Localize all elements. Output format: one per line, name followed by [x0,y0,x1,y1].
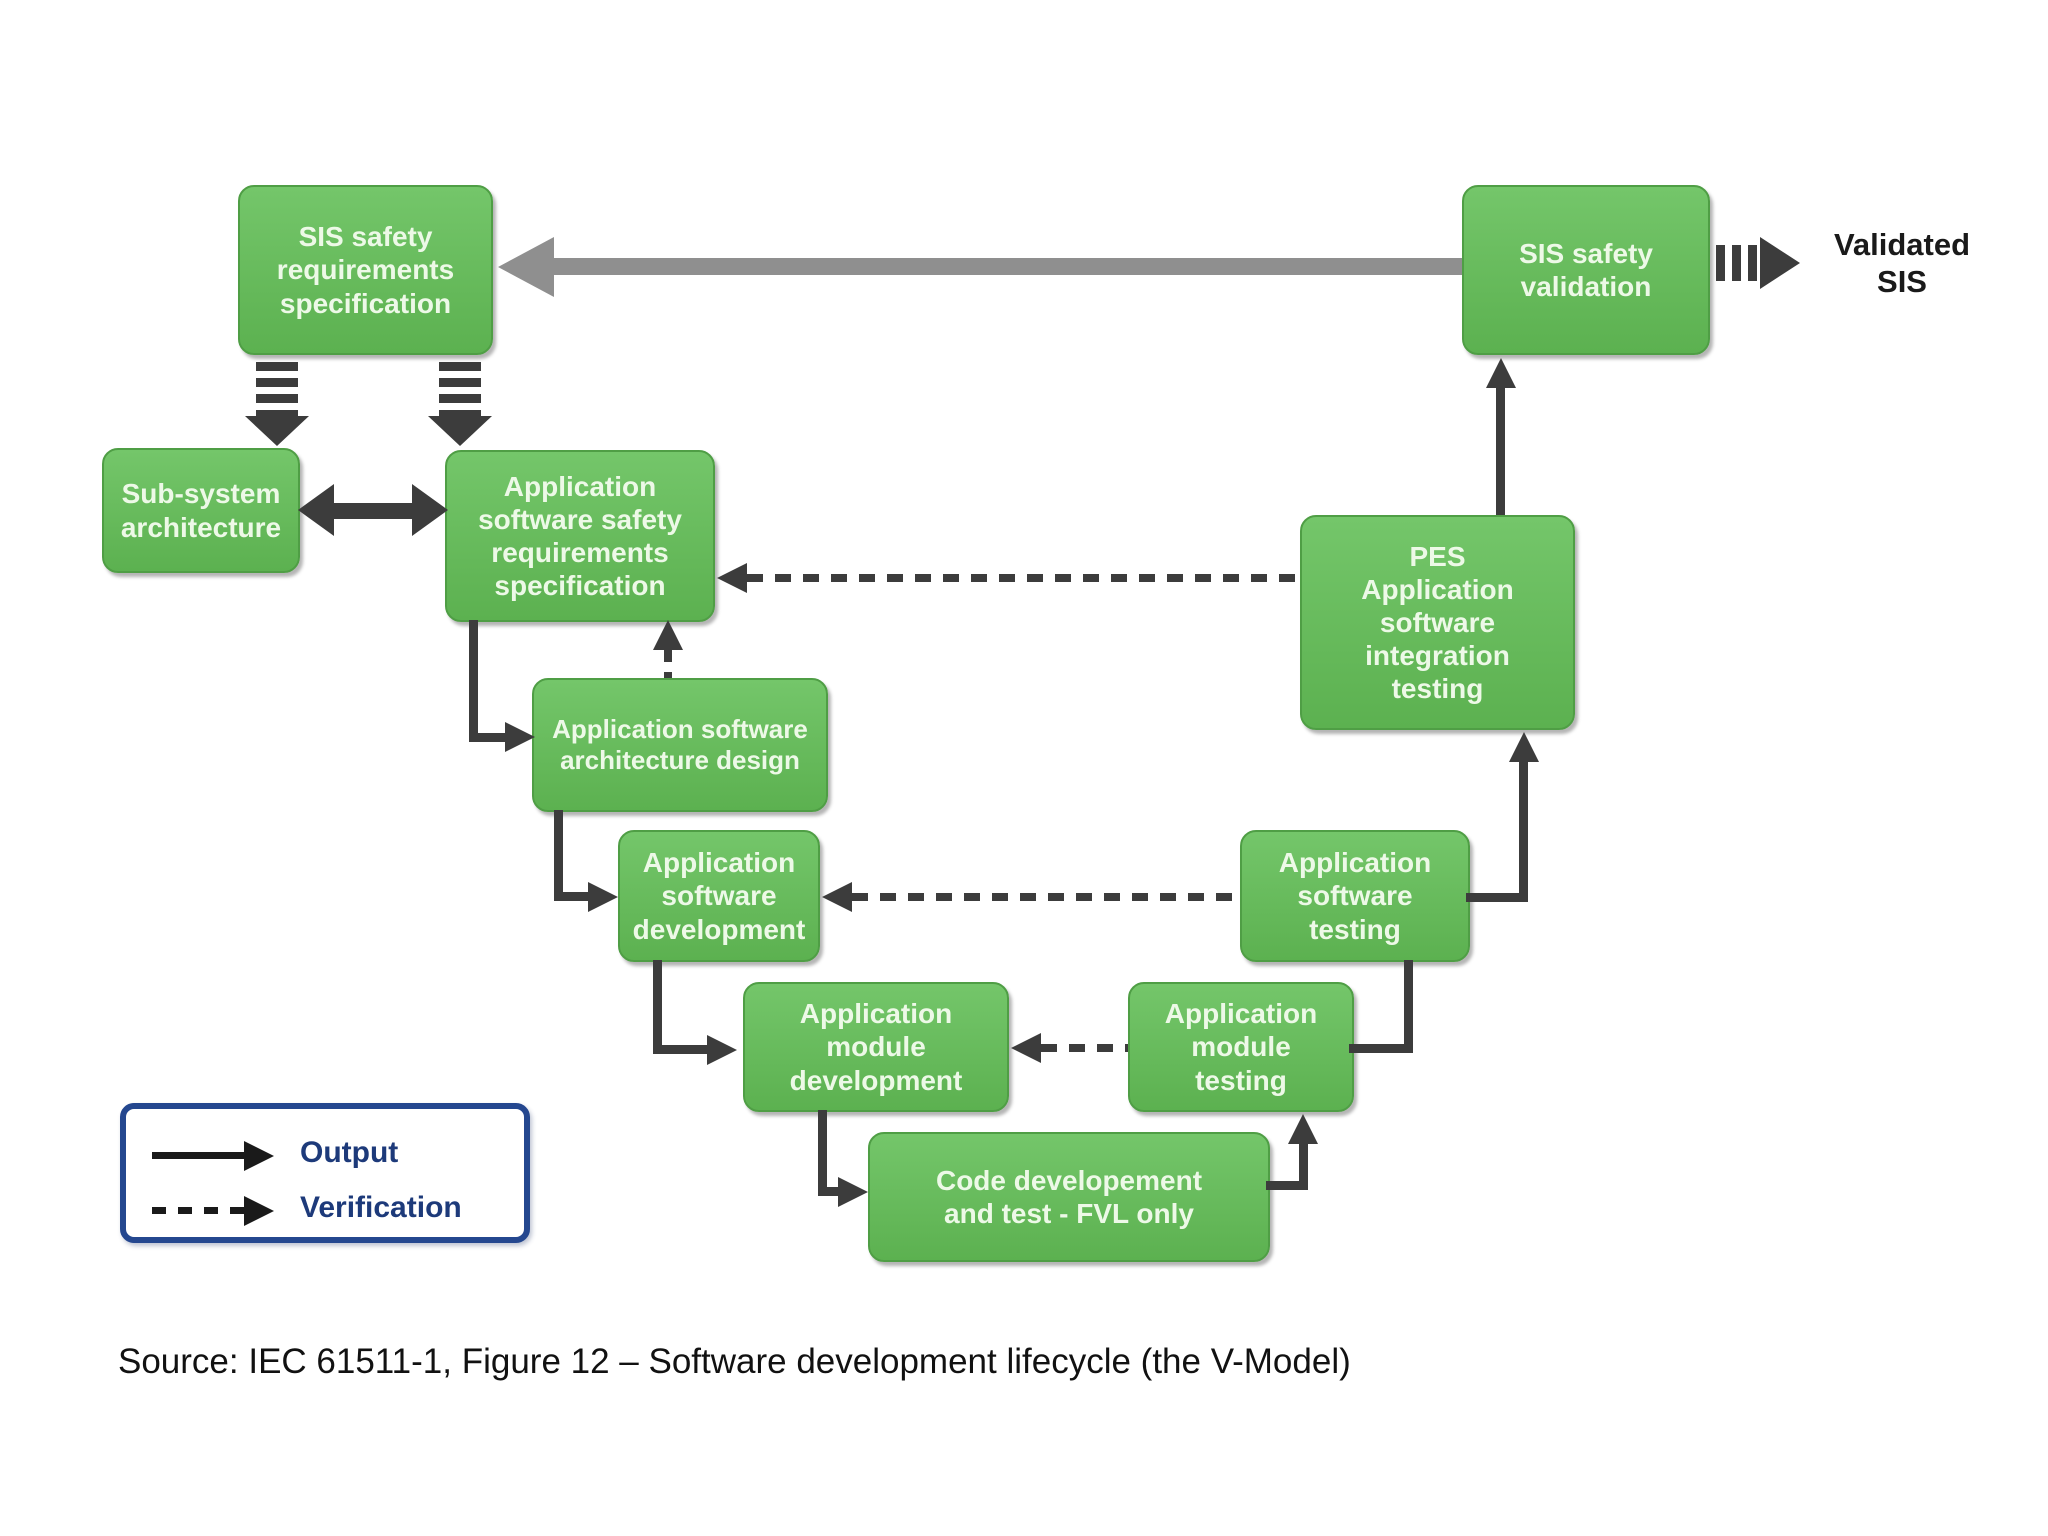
double-arrow-left-head [298,484,334,536]
ladder-arrow-to-subsystem-shaft [256,362,298,416]
double-arrow-right-head [412,484,448,536]
output-arrow-pes-to-validation-vline [1496,386,1505,515]
verification-arrow-modtest-to-moddev-dash [1041,1044,1128,1052]
output-arrow-safety-to-archdesign-vline [469,620,478,742]
box-code-development-and-test-fvl-only: Code developement and test - FVL only [868,1132,1270,1262]
verification-arrow-pes-to-safety-dash [747,574,1300,582]
output-arrow-codedev-to-modtest-hline [1266,1181,1308,1190]
box-application-software-testing: Application software testing [1240,830,1470,962]
box-sis-safety-requirements-specification: SIS safety requirements specification [238,185,493,355]
ladder-arrow-to-appswsafety-shaft [439,362,481,416]
verification-arrow-archdesign-to-safety-head [653,620,683,650]
gray-feedback-arrow-shaft [552,258,1462,275]
striped-arrow-validated-sis-shaft [1716,245,1760,281]
validated-sis-label: Validated SIS [1833,227,1971,300]
output-arrow-moddev-to-codedev-vline [818,1110,827,1196]
legend [120,1103,530,1243]
output-arrow-archdesign-to-swdev-head [588,882,618,912]
verification-arrow-swtest-to-swdev-head [822,882,852,912]
box-sis-safety-validation: SIS safety validation [1462,185,1710,355]
gray-feedback-arrow-head [498,237,554,297]
box-application-software-architecture-design: Application software architecture design [532,678,828,812]
output-arrow-safety-to-archdesign-hline [469,733,507,742]
output-arrow-swtest-to-pes-vline [1519,760,1528,902]
output-arrow-moddev-to-codedev-head [838,1177,868,1207]
figure-caption: Source: IEC 61511-1, Figure 12 – Softwar… [118,1342,1351,1381]
legend-output-arrow-shaft [152,1152,244,1159]
output-arrow-swtest-to-pes-head [1509,732,1539,762]
legend-verification-arrow-head [244,1196,274,1226]
output-arrow-swdev-to-moddev-hline [653,1045,709,1054]
double-arrow-shaft [330,503,414,519]
output-arrow-codedev-to-modtest-head [1288,1114,1318,1144]
box-application-software-development: Application software development [618,830,820,962]
output-arrow-swtest-to-pes-hline [1466,893,1528,902]
verification-arrow-archdesign-to-safety-dash [664,650,672,678]
ladder-arrow-to-subsystem-head [245,416,309,446]
ladder-arrow-to-appswsafety-head [428,416,492,446]
output-arrow-swdev-to-moddev-head [707,1035,737,1065]
verification-arrow-modtest-to-moddev-head [1011,1033,1041,1063]
legend-verification-arrow-shaft [152,1207,244,1214]
box-application-module-testing: Application module testing [1128,982,1354,1112]
striped-arrow-validated-sis-head [1760,237,1800,289]
verification-arrow-swtest-to-swdev-dash [852,893,1240,901]
output-arrow-safety-to-archdesign-head [505,722,535,752]
output-arrow-modtest-to-swtest-hline [1349,1044,1413,1053]
legend-output-label: Output [300,1136,399,1169]
output-arrow-archdesign-to-swdev-vline [554,810,563,901]
legend-output-arrow-head [244,1141,274,1171]
output-arrow-modtest-to-swtest-vline [1404,960,1413,1053]
output-arrow-swdev-to-moddev-vline [653,960,662,1054]
output-arrow-moddev-to-codedev-hline [818,1187,840,1196]
output-arrow-pes-to-validation-head [1486,358,1516,388]
box-application-software-safety-requirements-specification: Application software safety requirements… [445,450,715,622]
verification-arrow-pes-to-safety-head [717,563,747,593]
box-application-module-development: Application module development [743,982,1009,1112]
output-arrow-archdesign-to-swdev-hline [554,892,590,901]
legend-verification-label: Verification [300,1191,462,1224]
box-sub-system-architecture: Sub-system architecture [102,448,300,573]
box-pes-application-software-integration-testing: PES Application software integration tes… [1300,515,1575,730]
output-arrow-codedev-to-modtest-vline [1299,1142,1308,1190]
